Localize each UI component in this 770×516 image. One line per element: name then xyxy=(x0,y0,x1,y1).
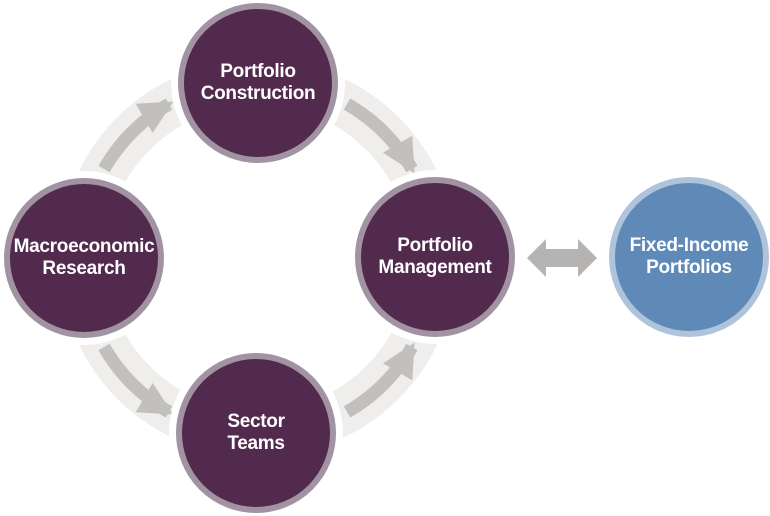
node-circle-portfolio-management xyxy=(355,177,515,337)
node-circle-portfolio-construction xyxy=(178,3,338,163)
double-headed-arrow-icon xyxy=(527,239,597,277)
arrow-construction-to-management-icon xyxy=(343,98,418,174)
arrow-sector-to-management-icon xyxy=(343,342,418,418)
arrow-macro-to-construction-icon xyxy=(98,98,174,173)
node-circle-macroeconomic-research xyxy=(4,178,164,338)
node-circle-fixed-income-portfolios xyxy=(609,177,769,337)
node-circle-sector-teams xyxy=(176,353,336,513)
arrow-macro-to-sector-icon xyxy=(98,343,174,418)
